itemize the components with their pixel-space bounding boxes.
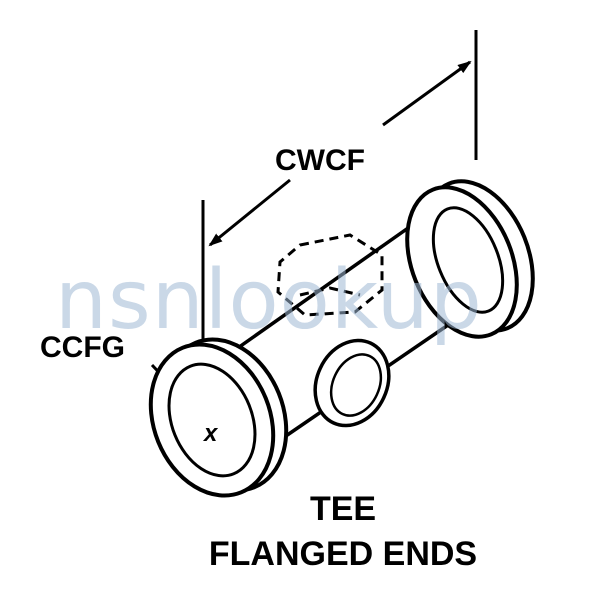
- title-line-2: FLANGED ENDS: [209, 535, 477, 573]
- hidden-hex-inner: [299, 286, 361, 297]
- dimension-label-ccfg: CCFG: [40, 331, 125, 364]
- title-line-1: TEE: [310, 490, 376, 528]
- hidden-hex-branch: [276, 233, 384, 317]
- center-mark: x: [202, 420, 219, 447]
- dimension-label-cwcf: CWCF: [275, 144, 365, 177]
- dimension-arrow-lower: [208, 178, 291, 247]
- left-flange-bore: [167, 362, 257, 478]
- dimension-arrow-upper: [382, 60, 472, 127]
- side-port-inner: [329, 353, 383, 417]
- watermark-text: nsnlookup: [55, 253, 483, 348]
- right-flange-inner: [431, 206, 505, 314]
